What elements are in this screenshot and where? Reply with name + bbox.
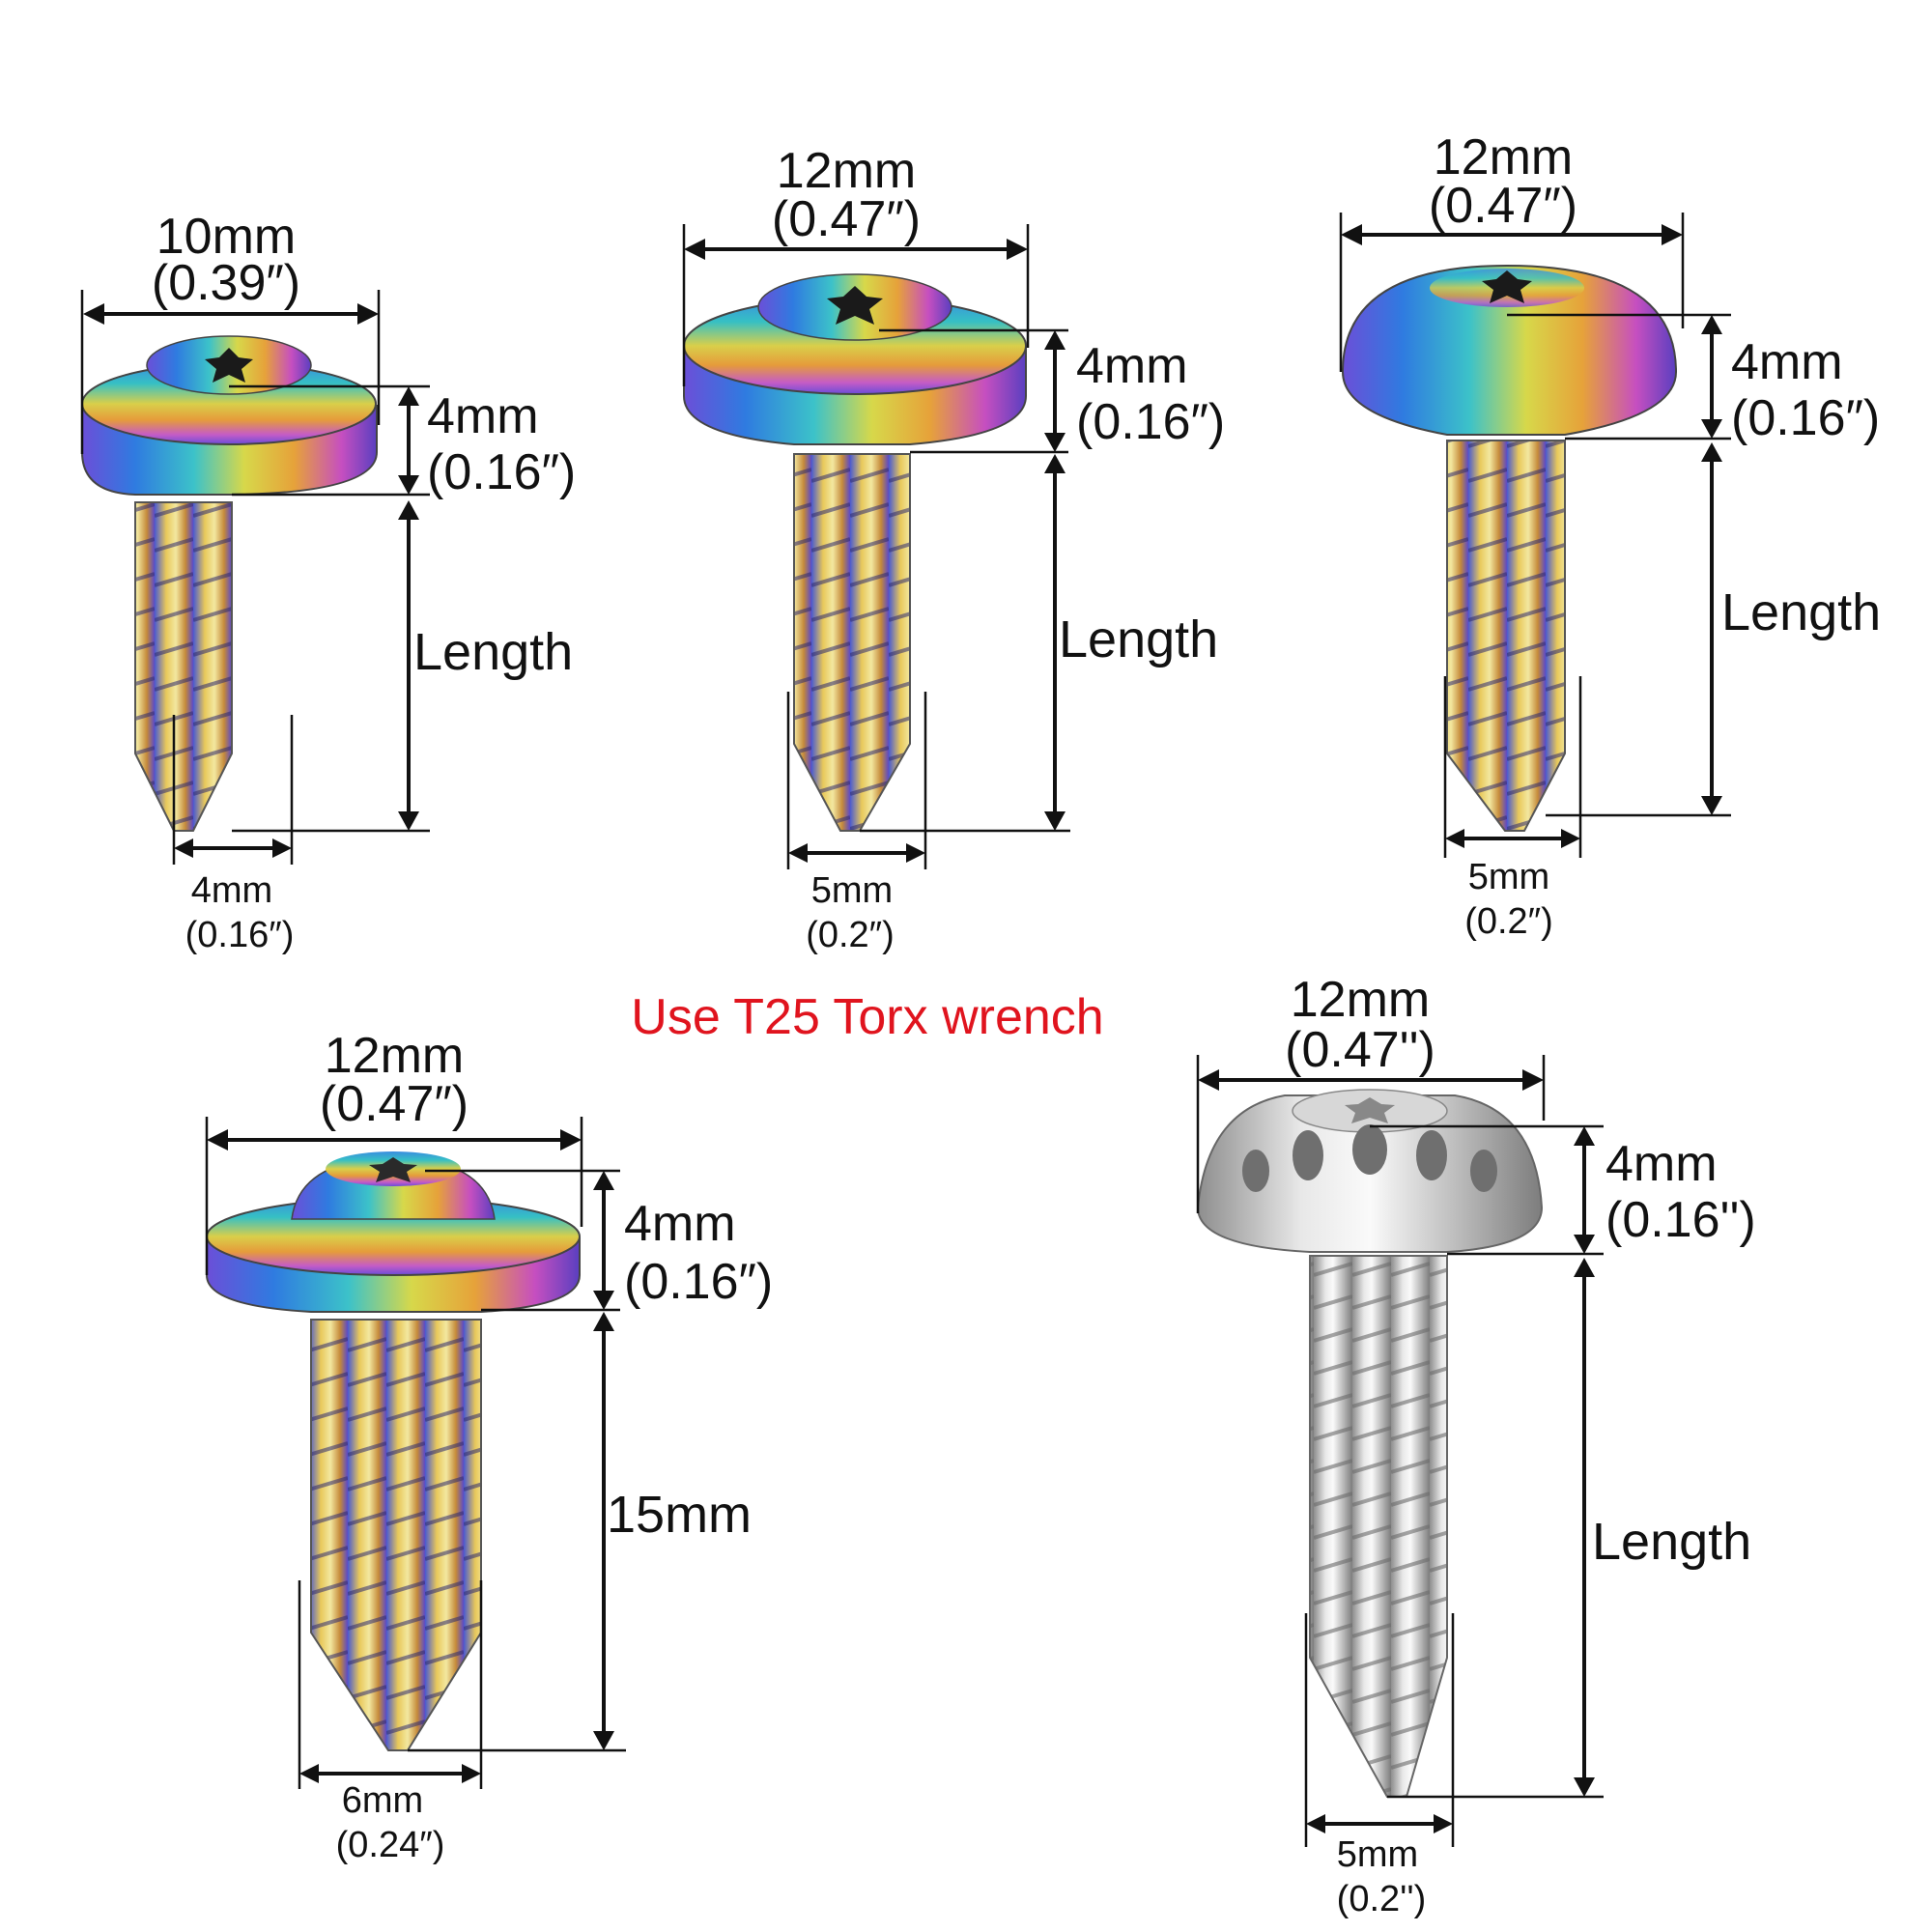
screw-5-head-height: 4mm <box>1605 1136 1718 1192</box>
screw-2-head-width-in: (0.47″) <box>772 191 921 247</box>
torx-recess-icon <box>369 1157 417 1182</box>
screw-5-thread-diameter-in: (0.2'') <box>1337 1879 1427 1919</box>
screw-5-head-width-in: (0.47'') <box>1285 1022 1435 1078</box>
screw-3-head-height-in: (0.16″) <box>1731 390 1880 446</box>
screw-1-thread-diameter: 4mm <box>191 870 272 911</box>
screw-3-head-width: 12mm <box>1434 129 1573 185</box>
screw-5-length: Length <box>1592 1513 1751 1571</box>
screw-1-head-width: 10mm <box>156 209 296 265</box>
torx-recess-icon <box>1345 1097 1395 1123</box>
screw-4-head-width-in: (0.47″) <box>320 1076 469 1132</box>
screw-2-head-height-in: (0.16″) <box>1076 394 1225 450</box>
screw-4-thread-diameter: 6mm <box>342 1780 423 1821</box>
torx-wrench-note: Use T25 Torx wrench <box>631 989 1103 1045</box>
screw-1-body <box>81 335 378 832</box>
screw-1: 10mm (0.39″) 4mm (0.16″) Length 4mm (0.1… <box>80 209 576 955</box>
screw-4-head-height-in: (0.16″) <box>624 1254 773 1310</box>
torx-recess-icon <box>205 348 253 383</box>
screw-3-head-width-in: (0.47″) <box>1429 178 1577 234</box>
screw-1-length: Length <box>413 623 573 681</box>
screw-4-thread-diameter-in: (0.24″) <box>336 1825 445 1865</box>
screw-5-head-width: 12mm <box>1291 972 1430 1028</box>
screw-2-head-height: 4mm <box>1076 338 1188 394</box>
screw-2: 12mm (0.47″) 4mm (0.16″) Length 5mm (0.2… <box>682 143 1225 955</box>
screw-4: 12mm (0.47″) 4mm (0.16″) 15mm 6mm (0.24″… <box>205 1028 773 1865</box>
screw-3-head-height: 4mm <box>1731 334 1843 390</box>
screw-3-length: Length <box>1721 583 1881 641</box>
screw-3-body <box>1341 264 1678 832</box>
screw-5-body <box>1196 1089 1544 1798</box>
screw-1-head-height-in: (0.16″) <box>427 444 576 500</box>
screw-4-head-width: 12mm <box>325 1028 464 1084</box>
screw-2-thread-diameter-in: (0.2″) <box>806 915 895 955</box>
screw-2-body <box>683 273 1027 832</box>
torx-recess-icon <box>827 286 883 325</box>
screw-3: 12mm (0.47″) 4mm (0.16″) Length 5mm (0.2… <box>1339 129 1881 942</box>
screw-1-thread-diameter-in: (0.16″) <box>185 915 295 955</box>
screw-3-thread-diameter-in: (0.2″) <box>1464 901 1553 942</box>
screw-1-head-height: 4mm <box>427 388 539 444</box>
screw-2-length: Length <box>1059 611 1218 668</box>
screw-5: 12mm (0.47'') 4mm (0.16'') Length 5mm (0… <box>1196 972 1756 1919</box>
screw-1-head-width-in: (0.39″) <box>152 255 300 311</box>
screw-4-body <box>206 1151 581 1751</box>
screw-5-head-height-in: (0.16'') <box>1605 1192 1756 1248</box>
screw-2-thread-diameter: 5mm <box>811 870 893 911</box>
screw-5-thread-diameter: 5mm <box>1337 1834 1418 1875</box>
screw-3-thread-diameter: 5mm <box>1468 857 1549 897</box>
screw-2-head-width: 12mm <box>777 143 916 199</box>
screw-4-head-height: 4mm <box>624 1196 736 1252</box>
screw-4-length: 15mm <box>607 1486 752 1544</box>
torx-recess-icon <box>1482 270 1532 303</box>
